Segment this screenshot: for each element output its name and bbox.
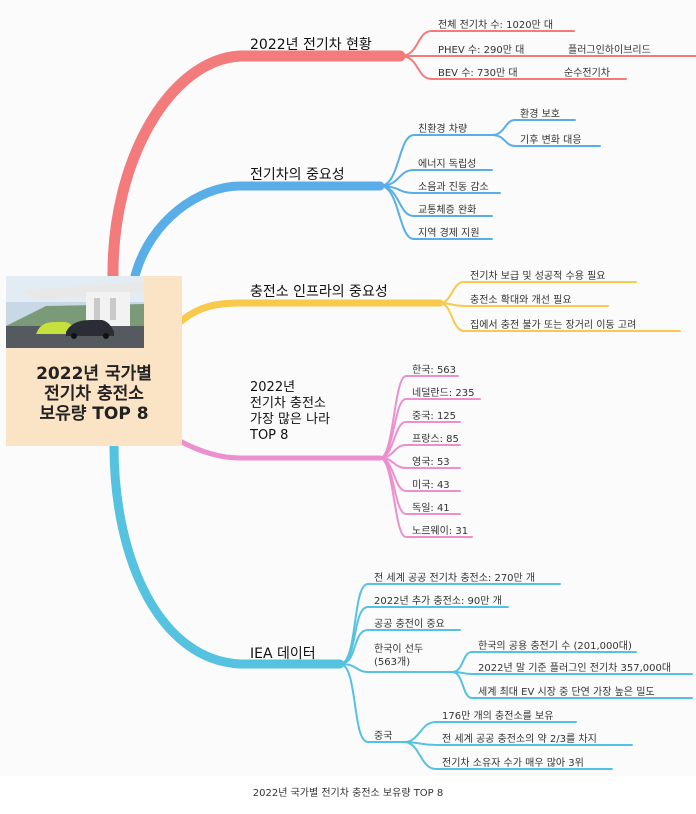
subleaf-climate: 기후 변화 대응 — [520, 135, 582, 146]
branch-connector-importance — [130, 181, 385, 281]
central-topic: 2022년 국가별 전기차 충전소 보유량 TOP 8 — [6, 276, 182, 446]
leaf-country-france: 프랑스: 85 — [412, 434, 459, 445]
subleaf-environment: 환경 보호 — [520, 109, 560, 120]
branch-importance-label: 전기차의 중요성 — [250, 167, 345, 183]
branch-connector-iea — [109, 441, 345, 669]
branch-ev-status-label: 2022년 전기차 현황 — [250, 37, 372, 53]
subleaf-korea-public-chargers: 한국의 공용 충전기 수 (201,000대) — [478, 641, 632, 652]
leaf-country-netherlands: 네덜란드: 235 — [412, 388, 475, 399]
branch-top8-line: TOP 8 — [250, 428, 289, 443]
ev-charging-station-photo — [6, 276, 144, 348]
leaf-local-economy: 지역 경제 지원 — [418, 228, 480, 239]
subleaf-china-share: 전 세계 공공 충전소의 약 2/3를 차지 — [442, 734, 597, 745]
leaf-country-usa: 미국: 43 — [412, 480, 450, 491]
leaf-iea-added-2022: 2022년 추가 충전소: 90만 개 — [374, 596, 502, 607]
branch-connector-top8 — [175, 437, 383, 461]
central-title-line: 전기차 충전소 — [44, 384, 144, 404]
branch-connector-infra — [176, 299, 444, 326]
leaf-bev: BEV 수: 730만 대 — [438, 68, 518, 79]
subleaf-china-stations: 176만 개의 충전소를 보유 — [442, 711, 554, 722]
figure-caption: 2022년 국가별 전기차 충전소 보유량 TOP 8 — [252, 788, 444, 799]
leaf-total-ev: 전체 전기차 수: 1020만 대 — [438, 20, 554, 31]
central-title-line: 보유량 TOP 8 — [39, 404, 149, 424]
leaf-eco-vehicle: 친환경 차량 — [418, 124, 468, 135]
branch-connector-ev-status — [107, 50, 406, 282]
central-topic-title: 2022년 국가별 전기차 충전소 보유량 TOP 8 — [6, 364, 182, 424]
subleaf-korea-density: 세계 최대 EV 시장 중 단연 가장 높은 밀도 — [478, 687, 655, 698]
subleaf-plugin-hybrid: 플러그인하이브리드 — [568, 45, 651, 56]
leaf-iea-public-charging: 공공 충전이 중요 — [374, 619, 445, 630]
branch-infra-label: 충전소 인프라의 중요성 — [250, 284, 388, 300]
subleaf-pure-ev: 순수전기차 — [564, 68, 610, 79]
subleaf-china-owners: 전기차 소유자 수가 매우 많아 3위 — [442, 758, 584, 769]
leaf-country-germany: 독일: 41 — [412, 503, 450, 514]
leaf-country-norway: 노르웨이: 31 — [412, 526, 469, 537]
leaf-iea-china: 중국 — [374, 731, 393, 742]
korea-lead-line: (563개) — [374, 657, 411, 668]
branch-top8-line: 전기차 충전소 — [250, 396, 326, 411]
branch-top8-line: 가장 많은 나라 — [250, 412, 331, 427]
branch-iea-label: IEA 데이터 — [250, 646, 316, 662]
leaf-iea-korea-lead: 한국이 선두 (563개) — [374, 643, 454, 669]
leaf-phev: PHEV 수: 290만 대 — [438, 45, 525, 56]
branch-top8-line: 2022년 — [250, 380, 296, 395]
mind-map-canvas: 2022년 국가별 전기차 충전소 보유량 TOP 8 2022년 전기차 현황… — [6, 20, 696, 770]
leaf-infra-expansion: 충전소 확대와 개선 필요 — [470, 295, 572, 306]
connector-lines — [107, 30, 696, 770]
leaf-country-china: 중국: 125 — [412, 411, 457, 422]
leaf-infra-adoption: 전기차 보급 및 성공적 수용 필요 — [470, 271, 606, 282]
central-title-line: 2022년 국가별 — [36, 364, 152, 384]
leaf-traffic-relief: 교통체증 완화 — [418, 205, 477, 216]
korea-lead-line: 한국이 선두 — [374, 644, 424, 655]
subleaf-korea-plugin-ev: 2022년 말 기준 플러그인 전기차 357,000대 — [478, 663, 672, 674]
leaf-noise-reduction: 소음과 진동 감소 — [418, 182, 489, 193]
leaf-country-uk: 영국: 53 — [412, 457, 450, 468]
leaf-iea-global-chargers: 전 세계 공공 전기차 충전소: 270만 개 — [374, 573, 536, 584]
leaf-country-korea: 한국: 563 — [412, 365, 457, 376]
branch-top8-label: 2022년 전기차 충전소 가장 많은 나라 TOP 8 — [250, 380, 370, 444]
leaf-infra-home-longdistance: 집에서 충전 불가 또는 장거리 이동 고려 — [470, 320, 637, 331]
leaf-energy-independence: 에너지 독립성 — [418, 159, 477, 170]
